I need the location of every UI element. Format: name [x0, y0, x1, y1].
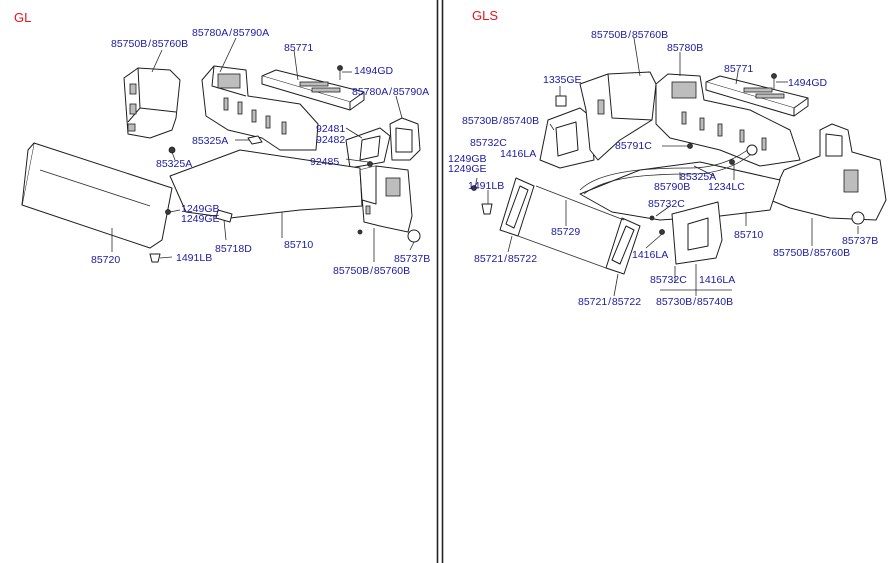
part-label-85732c-left: 85732C: [470, 137, 507, 149]
screw-1494gd: [337, 65, 343, 80]
inner-trim-85780a: [201, 65, 319, 151]
part-label-1234lc: 1234LC: [708, 181, 745, 193]
lamp-bracket-92481: [345, 127, 391, 169]
part-label-1494gd: 1494GD: [354, 65, 394, 77]
panel-gl: GL: [14, 10, 430, 277]
part-label-1335ge: 1335GE: [543, 74, 582, 86]
leader-lines-gl: [111, 37, 415, 262]
variant-label-gl: GL: [14, 10, 31, 25]
part-label-85325a-lower: 85325A: [156, 158, 192, 170]
part-label-1416la-bottom: 1416LA: [699, 274, 735, 286]
part-label-85750b-85760b-top: 85750B / 85760B: [111, 38, 188, 50]
seal-85721-left: [499, 177, 535, 237]
part-label-85750b-85760b-bottom: 85750B / 85760B: [773, 247, 850, 259]
part-label-1249gb: 1249GB: [181, 203, 220, 215]
part-label-1249ge: 1249GE: [181, 213, 220, 225]
part-label-85737b: 85737B: [394, 253, 430, 265]
part-label-85325a: 85325A: [680, 171, 716, 183]
part-label-85732c-mid: 85732C: [648, 198, 685, 210]
part-label-85737b: 85737B: [842, 235, 878, 247]
part-label-85791c: 85791C: [615, 140, 652, 152]
rear-shelf-trim-85771: [705, 75, 809, 117]
trunk-back-panel-85720: [21, 142, 173, 249]
part-label-85780a-85790a-right: 85780A / 85790A: [352, 86, 429, 98]
variant-label-gls: GLS: [472, 8, 498, 23]
part-label-1494gd: 1494GD: [788, 77, 828, 89]
side-trim-85750b-lower: [769, 123, 887, 221]
cable-85791c: [579, 144, 758, 195]
panel-gls: GLS: [448, 8, 887, 308]
side-trim-85730b: [539, 107, 595, 169]
part-label-85780a-85790a-top: 85780A / 85790A: [192, 27, 269, 39]
part-label-85730b-85740b-bottom: 85730B / 85740B: [656, 296, 733, 308]
part-label-85750b-85760b-bottom: 85750B / 85760B: [333, 265, 410, 277]
seal-strip-85729: [517, 185, 625, 269]
part-label-85790b: 85790B: [654, 181, 690, 193]
part-label-85718d: 85718D: [215, 243, 252, 255]
part-label-1416la-left: 1416LA: [500, 148, 536, 160]
part-label-85771: 85771: [724, 63, 753, 75]
part-label-1491lb: 1491LB: [468, 180, 504, 192]
part-label-85721-85722-bottom: 85721 / 85722: [578, 296, 641, 308]
part-label-85780b: 85780B: [667, 42, 703, 54]
part-label-92482: 92482: [316, 134, 345, 146]
screw-1494gd: [771, 73, 777, 90]
inner-trim-85780a-right: [389, 117, 421, 161]
side-trim-85750b-lower: [359, 165, 413, 233]
rear-shelf-trim-85771: [261, 69, 365, 111]
trunk-floor-mat-85710: [169, 149, 363, 219]
part-label-85729: 85729: [551, 226, 580, 238]
panel-divider: [436, 0, 444, 563]
part-label-85325a-upper: 85325A: [192, 135, 228, 147]
side-trim-85750b: [123, 67, 181, 139]
part-label-85750b-85760b-top: 85750B / 85760B: [591, 29, 668, 41]
part-label-1416la-mid: 1416LA: [632, 249, 668, 261]
side-trim-85730b-lower: [671, 201, 723, 265]
trunk-floor-mat-85710: [579, 161, 781, 221]
fasteners-gls: [471, 95, 865, 235]
leader-lines-gls: [474, 37, 859, 297]
part-label-85721-85722-left: 85721 / 85722: [474, 253, 537, 265]
part-label-85710: 85710: [284, 239, 313, 251]
part-label-92481: 92481: [316, 123, 345, 135]
part-label-85720: 85720: [91, 254, 120, 266]
part-label-85771: 85771: [284, 42, 313, 54]
seal-85721-bottom: [605, 217, 641, 275]
part-label-85730b-85740b-top: 85730B / 85740B: [462, 115, 539, 127]
part-label-92485: 92485: [310, 156, 339, 168]
part-label-85710: 85710: [734, 229, 763, 241]
side-trim-85750b-upper: [579, 71, 657, 161]
part-label-1249gb: 1249GB: [448, 153, 487, 165]
inner-trim-85780b: [655, 73, 801, 167]
part-label-1491lb: 1491LB: [176, 252, 212, 264]
part-label-1249ge: 1249GE: [448, 163, 487, 175]
fasteners-gl: [149, 135, 421, 263]
part-label-85732c-bottom: 85732C: [650, 274, 687, 286]
